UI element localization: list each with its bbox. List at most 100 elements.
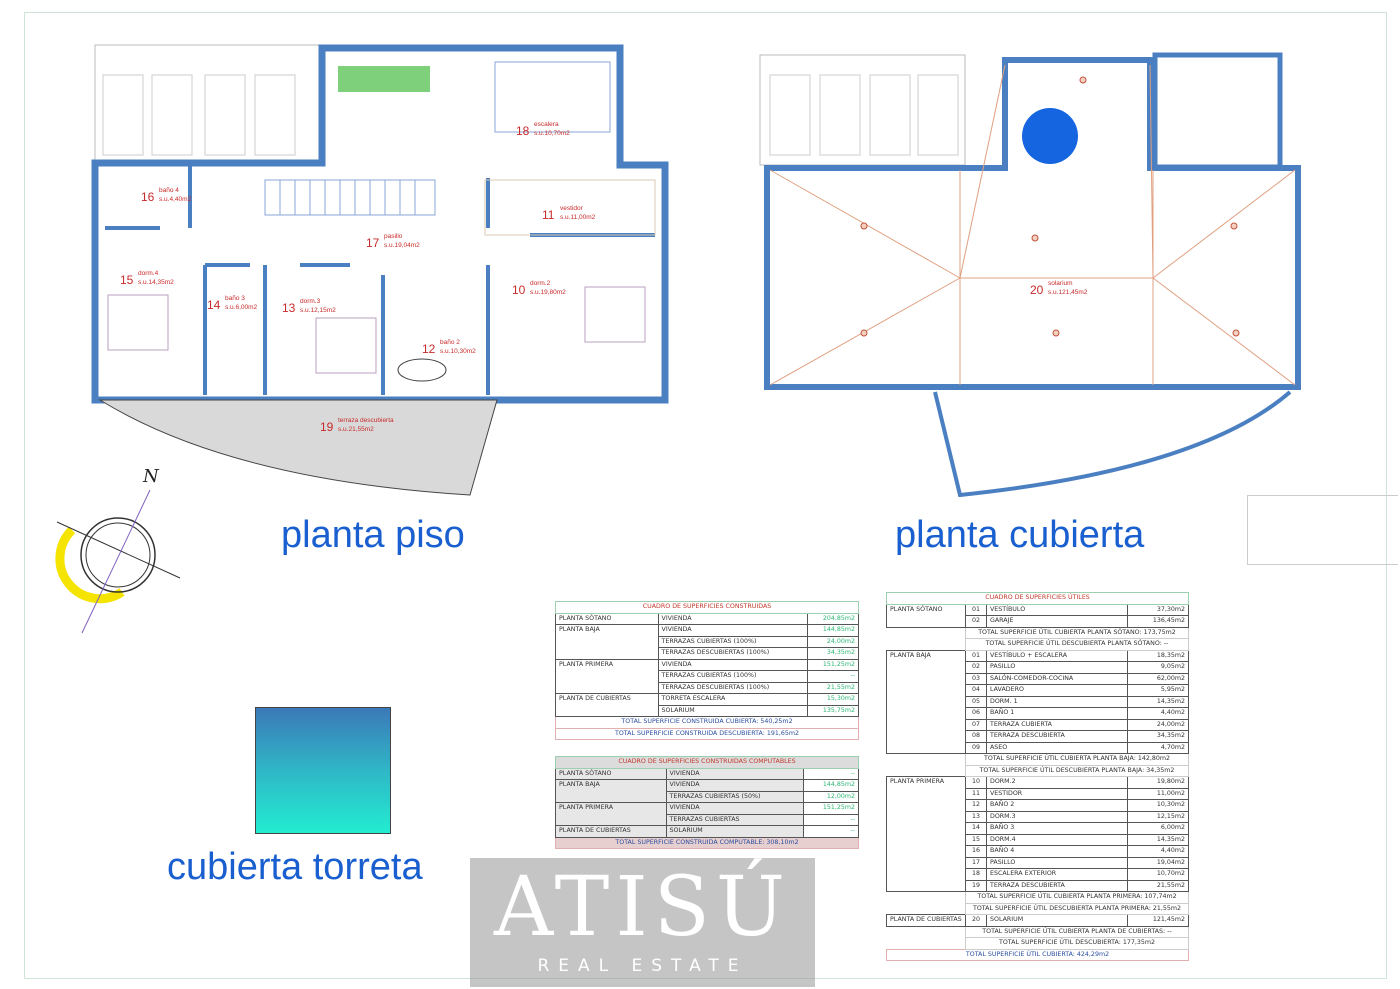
exterior-walls bbox=[91, 44, 669, 404]
svg-text:11: 11 bbox=[542, 208, 555, 222]
room-name: TERRAZA CUBIERTA bbox=[986, 718, 1128, 731]
grand-total-cell: TOTAL SUPERFICIE ÚTIL CUBIERTA: 424,29m2 bbox=[886, 948, 1189, 961]
stairs bbox=[264, 179, 436, 216]
stair-tower bbox=[494, 61, 611, 133]
room-area: 10,70m2 bbox=[1126, 868, 1190, 881]
room-name: BAÑO 3 bbox=[986, 822, 1128, 835]
room-area: 4,40m2 bbox=[1126, 707, 1190, 720]
svg-text:12: 12 bbox=[422, 342, 436, 356]
table-row: TERRAZAS CUBIERTAS (100%)24,00m2 bbox=[556, 635, 860, 648]
room-name: PASILLO bbox=[986, 856, 1128, 869]
room-name: TERRAZA DESCUBIERTA bbox=[986, 730, 1128, 743]
roof-outline bbox=[764, 57, 1301, 390]
room-number: 01 bbox=[965, 649, 987, 662]
total-row: TOTAL SUPERFICIE CONSTRUIDA DESCUBIERTA:… bbox=[555, 727, 859, 740]
room-area: 34,35m2 bbox=[1126, 730, 1190, 743]
value-cell: 144,85m2 bbox=[806, 624, 860, 637]
roof-slopes bbox=[769, 64, 1296, 386]
concept-cell: TERRAZAS CUBIERTAS bbox=[665, 813, 804, 826]
concept-cell: VIVIENDA bbox=[665, 779, 804, 792]
concept-cell: TERRAZAS CUBIERTAS (100%) bbox=[657, 670, 808, 683]
concept-cell: TERRAZAS CUBIERTAS (100%) bbox=[657, 635, 808, 648]
table-row: TERRAZAS CUBIERTAS (100%)-- bbox=[556, 670, 860, 683]
concept-cell: VIVIENDA bbox=[657, 624, 808, 637]
watermark-subtitle: REAL ESTATE bbox=[537, 956, 748, 976]
pergola bbox=[94, 44, 321, 164]
value-cell: 12,00m2 bbox=[802, 790, 860, 803]
room-name: VESTÍBULO + ESCALERA bbox=[986, 649, 1128, 662]
room-number: 07 bbox=[965, 718, 987, 731]
table-row: TERRAZAS CUBIERTAS (50%)12,00m2 bbox=[556, 790, 860, 803]
svg-text:s.u.12,15m2: s.u.12,15m2 bbox=[300, 307, 336, 314]
room-name: BAÑO 2 bbox=[986, 799, 1128, 812]
compass-icon: N bbox=[55, 466, 181, 634]
svg-text:s.u.14,35m2: s.u.14,35m2 bbox=[138, 279, 174, 286]
stair-torreta bbox=[1152, 52, 1283, 170]
watermark: ATISÚ REAL ESTATE bbox=[470, 858, 815, 987]
room-name: ESCALERA EXTERIOR bbox=[986, 868, 1128, 881]
room-number: 01 bbox=[965, 603, 987, 616]
room-number: 11 bbox=[965, 787, 987, 800]
value-cell: 151,25m2 bbox=[802, 802, 860, 815]
svg-text:baño 2: baño 2 bbox=[440, 339, 460, 346]
room-number: 02 bbox=[965, 661, 987, 674]
subtotal-row: TOTAL SUPERFICIE ÚTIL CUBIERTA PLANTA PR… bbox=[887, 891, 1189, 904]
plan-cubierta bbox=[759, 52, 1301, 498]
concept-cell: VIVIENDA bbox=[665, 802, 804, 815]
floor-label: PLANTA SÓTANO bbox=[555, 767, 667, 780]
svg-text:s.u.10,30m2: s.u.10,30m2 bbox=[440, 348, 476, 355]
svg-text:baño 3: baño 3 bbox=[225, 295, 245, 302]
svg-text:14: 14 bbox=[207, 298, 221, 312]
total-cell: TOTAL SUPERFICIE CONSTRUIDA CUBIERTA: 54… bbox=[555, 716, 859, 729]
room-name: DORM.4 bbox=[986, 833, 1128, 846]
table-caption-cell: CUADRO DE SUPERFICIES CONSTRUIDAS bbox=[555, 601, 859, 614]
svg-text:vestidor: vestidor bbox=[560, 205, 584, 212]
table-caption: CUADRO DE SUPERFICIES CONSTRUIDAS COMPUT… bbox=[555, 756, 859, 769]
skylight-dome bbox=[1022, 108, 1078, 164]
grand-total-row: TOTAL SUPERFICIE ÚTIL CUBIERTA: 424,29m2 bbox=[886, 948, 1189, 961]
floor-label: PLANTA BAJA bbox=[555, 624, 659, 660]
room-area: 5,95m2 bbox=[1126, 684, 1190, 697]
room-number: 14 bbox=[965, 822, 987, 835]
torreta-swatch bbox=[255, 707, 391, 834]
room-area: 4,70m2 bbox=[1126, 741, 1190, 754]
concept-cell: TERRAZAS CUBIERTAS (50%) bbox=[665, 790, 804, 803]
room-area: 6,00m2 bbox=[1126, 822, 1190, 835]
room-number: 16 bbox=[965, 845, 987, 858]
room-area: 136,45m2 bbox=[1126, 615, 1190, 628]
room-area: 62,00m2 bbox=[1126, 672, 1190, 685]
svg-text:pasillo: pasillo bbox=[384, 233, 403, 240]
concept-cell: VIVIENDA bbox=[665, 767, 804, 780]
room-area: 14,35m2 bbox=[1126, 833, 1190, 846]
subtotal-cell: TOTAL SUPERFICIE ÚTIL DESCUBIERTA: 177,3… bbox=[965, 937, 1189, 950]
total-row: TOTAL SUPERFICIE CONSTRUIDA CUBIERTA: 54… bbox=[555, 716, 859, 729]
subtotal-row: TOTAL SUPERFICIE ÚTIL CUBIERTA PLANTA SÓ… bbox=[887, 626, 1189, 639]
room-number: 20 bbox=[965, 914, 987, 927]
value-cell: -- bbox=[802, 825, 860, 838]
concept-cell: TERRAZAS DESCUBIERTAS (100%) bbox=[657, 681, 808, 694]
subtotal-cell: TOTAL SUPERFICIE ÚTIL CUBIERTA PLANTA SÓ… bbox=[965, 626, 1189, 639]
table-row: TERRAZAS DESCUBIERTAS (100%)21,55m2 bbox=[556, 681, 860, 694]
value-cell: 204,85m2 bbox=[806, 612, 860, 625]
room-name: GARAJE bbox=[986, 615, 1128, 628]
table-row: TERRAZAS DESCUBIERTAS (100%)34,35m2 bbox=[556, 647, 860, 660]
